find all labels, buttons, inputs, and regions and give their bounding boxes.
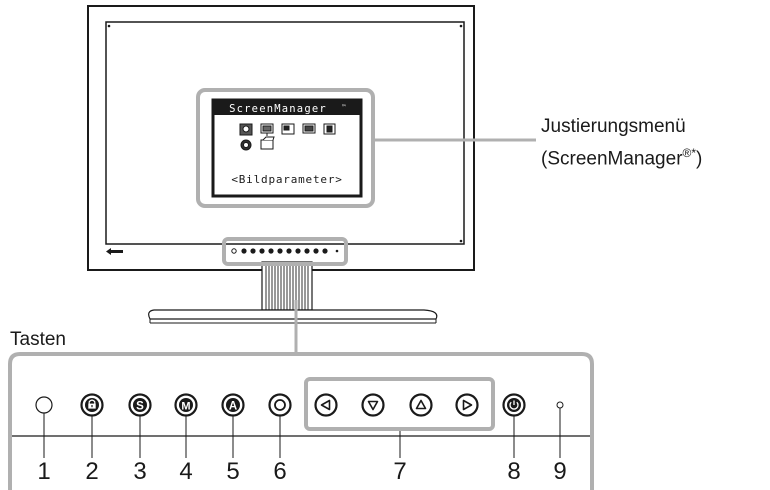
lock-button[interactable] — [80, 393, 104, 417]
m-mode-button[interactable]: M — [174, 393, 198, 417]
screen-corner-dot — [107, 24, 111, 28]
callout-label-line1: Justierungsmenü — [541, 116, 686, 137]
osd-exit-icon — [260, 136, 275, 150]
osd-menu-icons — [239, 123, 336, 151]
left-arrow-icon — [320, 399, 331, 411]
button-number-4: 4 — [179, 458, 193, 485]
enter-button[interactable] — [268, 393, 292, 417]
osd-color-icon — [239, 123, 253, 136]
osd-title: ScreenManager — [229, 103, 327, 115]
osd-language-icon — [240, 139, 252, 151]
button-number-9: 9 — [553, 458, 567, 485]
m-mode-icon: M — [181, 400, 190, 412]
callout-label-line2: (ScreenManager®*) — [541, 141, 702, 171]
brand-logo — [106, 248, 123, 255]
callout-label-sup: ®* — [682, 146, 697, 160]
bezel-buttons — [231, 248, 339, 254]
power-led-icon — [556, 401, 564, 409]
button-number-5: 5 — [226, 458, 240, 485]
osd-title-tm: ™ — [342, 104, 346, 111]
osd-screen-icon — [260, 123, 274, 136]
screen-corner-dot — [459, 24, 463, 28]
s-mode-icon: S — [136, 400, 144, 412]
arrow-button-group — [304, 377, 495, 431]
osd-powersave-icon — [281, 123, 295, 135]
right-arrow-icon — [462, 399, 473, 411]
osd-submenu-label: <Bildparameter> — [231, 173, 342, 186]
button-number-6: 6 — [273, 458, 287, 485]
power-button[interactable] — [502, 393, 526, 417]
monitor-stand-neck — [261, 261, 313, 311]
right-arrow-button[interactable] — [455, 393, 479, 417]
screen-corner-dot — [459, 239, 463, 243]
s-mode-button[interactable]: S — [128, 393, 152, 417]
auto-button[interactable]: A — [221, 393, 245, 417]
button-number-3: 3 — [133, 458, 147, 485]
osd-title-bar — [214, 101, 360, 115]
control-panel-outline — [8, 352, 594, 490]
button-number-8: 8 — [507, 458, 521, 485]
button-number-1: 1 — [37, 458, 51, 485]
down-arrow-icon — [367, 400, 379, 411]
osd-others-icon — [302, 123, 316, 134]
callout-label-end: ) — [696, 148, 703, 170]
power-icon — [509, 400, 519, 410]
bezel-button-strip — [222, 237, 348, 266]
sensor-icon — [35, 396, 53, 414]
osd-info-icon — [323, 123, 336, 135]
button-number-2: 2 — [85, 458, 99, 485]
auto-icon: A — [229, 400, 237, 412]
number-leader-lines — [43, 408, 561, 458]
up-arrow-button[interactable] — [409, 393, 433, 417]
osd-window — [211, 98, 363, 198]
up-arrow-icon — [415, 399, 427, 410]
down-arrow-button[interactable] — [361, 393, 385, 417]
enter-icon — [274, 399, 286, 411]
monitor-stand-base — [148, 309, 438, 320]
section-label-tasten: Tasten — [10, 329, 66, 350]
lock-icon — [88, 399, 96, 409]
callout-label-main: (ScreenManager — [541, 148, 683, 170]
left-arrow-button[interactable] — [314, 393, 338, 417]
button-number-7: 7 — [393, 458, 407, 485]
